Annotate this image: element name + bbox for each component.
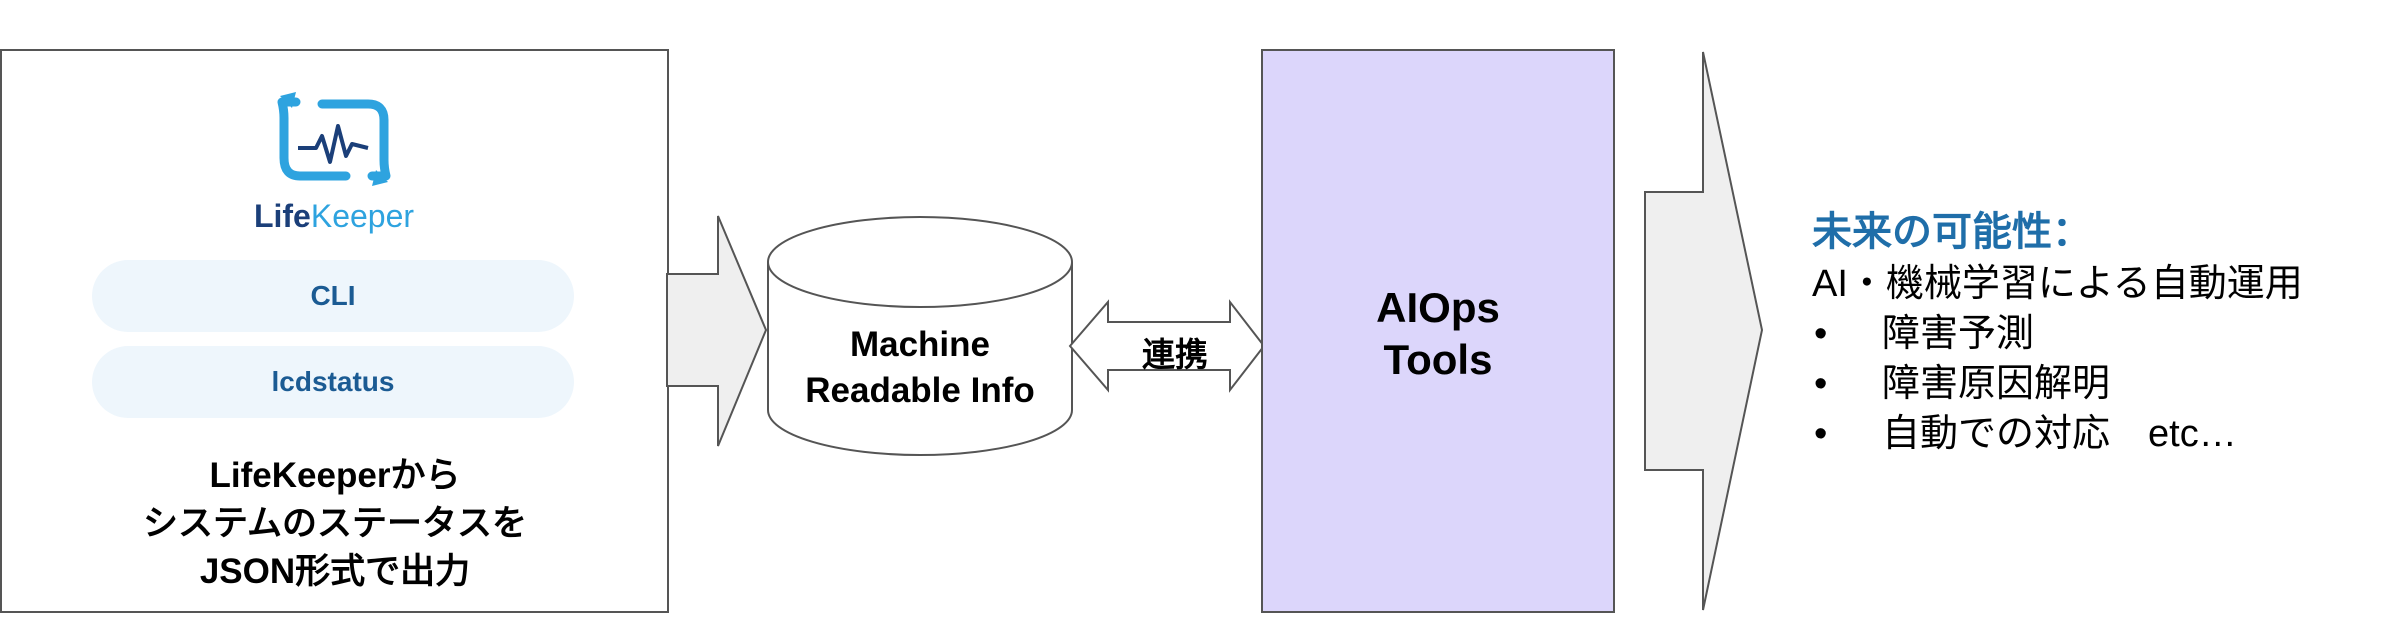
aiops-label-line-2: Tools (1383, 336, 1493, 383)
future-bullet-text: 障害原因解明 (1882, 363, 2111, 405)
logo-life-text: Life (253, 198, 311, 234)
future-bullet-text: 障害予測 (1882, 313, 2035, 355)
future-bullet-item: • 自動での対応 etc… (1812, 409, 2392, 459)
logo-keeper-text: Keeper (310, 198, 415, 234)
caption-line-1: LifeKeeperから (209, 456, 461, 495)
lcdstatus-pill: lcdstatus (92, 346, 574, 418)
bullet-icon: • (1814, 413, 1828, 455)
bullet-icon: • (1814, 363, 1828, 405)
future-possibilities: 未来の可能性： AI・機械学習による自動運用 • 障害予測 • 障害原因解明 •… (1812, 205, 2392, 459)
lifekeeper-logo-icon (277, 92, 391, 186)
caption-line-2: システムのステータスを (143, 504, 527, 543)
future-bullet-item: • 障害予測 (1812, 309, 2392, 359)
arrow-lifekeeper-to-db (666, 215, 768, 447)
future-bullet-item: • 障害原因解明 (1812, 359, 2392, 409)
link-label: 連携 (1142, 336, 1208, 373)
db-label-line-2: Readable Info (805, 371, 1035, 410)
caption-line-3: JSON形式で出力 (199, 552, 471, 591)
future-subtitle: AI・機械学習による自動運用 (1812, 263, 2303, 305)
arrow-aiops-to-future (1644, 51, 1764, 611)
aiops-label-line-1: AIOps (1376, 284, 1500, 331)
machine-readable-cylinder (767, 216, 1073, 456)
bullet-icon: • (1814, 313, 1828, 355)
aiops-box (1261, 49, 1615, 613)
aiops-label: AIOps Tools (1262, 282, 1614, 386)
future-bullet-text: 自動での対応 etc… (1882, 413, 2237, 455)
future-title: 未来の可能性： (1812, 210, 2092, 254)
lifekeeper-logo-text: LifeKeeper (250, 198, 418, 235)
db-label-line-1: Machine (849, 325, 991, 364)
machine-readable-label: Machine Readable Info (770, 322, 1070, 414)
cli-pill: CLI (92, 260, 574, 332)
lifekeeper-caption: LifeKeeperから システムのステータスを JSON形式で出力 (120, 452, 550, 596)
